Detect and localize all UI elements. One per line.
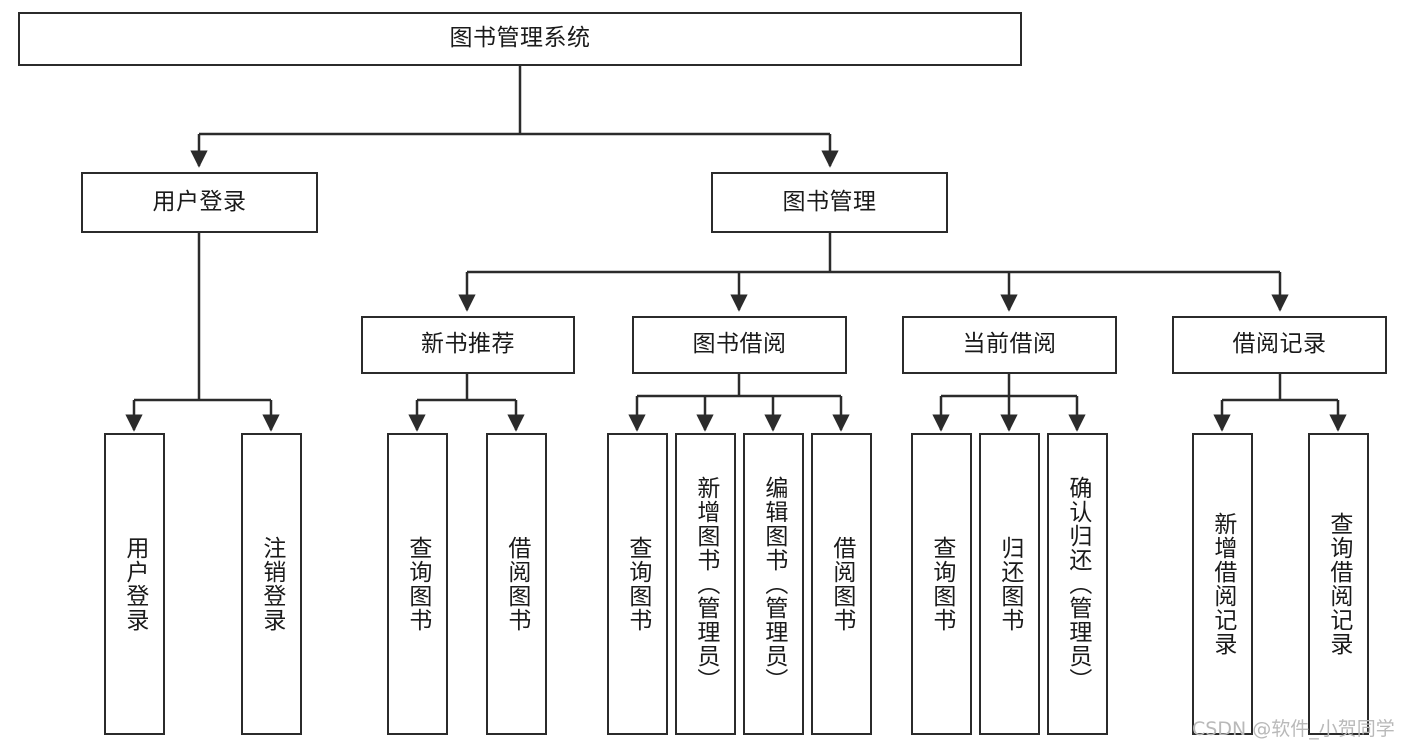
node-user-login-label: 用户登录 — [152, 188, 247, 215]
leaf-user-login[interactable]: 用户登录 — [104, 433, 165, 735]
leaf-add-borrow-record-label: 新增借阅记录 — [1209, 512, 1236, 656]
leaf-return-book[interactable]: 归还图书 — [979, 433, 1040, 735]
leaf-confirm-return-label: 确认归还（管理员） — [1064, 476, 1091, 692]
leaf-add-borrow-record[interactable]: 新增借阅记录 — [1192, 433, 1253, 735]
leaf-query-books-1[interactable]: 查询图书 — [387, 433, 448, 735]
leaf-confirm-return[interactable]: 确认归还（管理员） — [1047, 433, 1108, 735]
node-borrowing-record[interactable]: 借阅记录 — [1172, 316, 1387, 374]
leaf-return-book-label: 归还图书 — [996, 536, 1023, 632]
leaf-borrow-books-1-label: 借阅图书 — [503, 536, 530, 632]
leaf-query-borrow-record-label: 查询借阅记录 — [1325, 512, 1352, 656]
leaf-borrow-books-2-label: 借阅图书 — [828, 536, 855, 632]
node-root[interactable]: 图书管理系统 — [18, 12, 1022, 66]
leaf-add-book-label: 新增图书（管理员） — [692, 476, 719, 692]
node-new-book-recommendation[interactable]: 新书推荐 — [361, 316, 575, 374]
node-current-borrowing[interactable]: 当前借阅 — [902, 316, 1117, 374]
leaf-query-books-2[interactable]: 查询图书 — [607, 433, 668, 735]
csdn-watermark: CSDN @软件_小贺同学 — [1192, 718, 1395, 740]
leaf-edit-book[interactable]: 编辑图书（管理员） — [743, 433, 804, 735]
node-new-book-recommendation-label: 新书推荐 — [421, 331, 515, 358]
leaf-query-books-3-label: 查询图书 — [928, 536, 955, 632]
leaf-logout-label: 注销登录 — [258, 536, 285, 632]
leaf-borrow-books-2[interactable]: 借阅图书 — [811, 433, 872, 735]
node-book-borrowing[interactable]: 图书借阅 — [632, 316, 847, 374]
node-book-management-label: 图书管理 — [782, 188, 877, 215]
node-book-management[interactable]: 图书管理 — [711, 172, 948, 233]
node-book-borrowing-label: 图书借阅 — [692, 331, 787, 358]
leaf-query-books-2-label: 查询图书 — [624, 536, 651, 632]
leaf-edit-book-label: 编辑图书（管理员） — [760, 476, 787, 692]
node-root-label: 图书管理系统 — [449, 25, 591, 52]
leaf-logout[interactable]: 注销登录 — [241, 433, 302, 735]
leaf-query-borrow-record[interactable]: 查询借阅记录 — [1308, 433, 1369, 735]
node-current-borrowing-label: 当前借阅 — [962, 331, 1057, 358]
leaf-add-book[interactable]: 新增图书（管理员） — [675, 433, 736, 735]
leaf-borrow-books-1[interactable]: 借阅图书 — [486, 433, 547, 735]
leaf-user-login-label: 用户登录 — [121, 536, 148, 632]
node-user-login[interactable]: 用户登录 — [81, 172, 318, 233]
leaf-query-books-1-label: 查询图书 — [404, 536, 431, 632]
leaf-query-books-3[interactable]: 查询图书 — [911, 433, 972, 735]
node-borrowing-record-label: 借阅记录 — [1232, 331, 1327, 358]
